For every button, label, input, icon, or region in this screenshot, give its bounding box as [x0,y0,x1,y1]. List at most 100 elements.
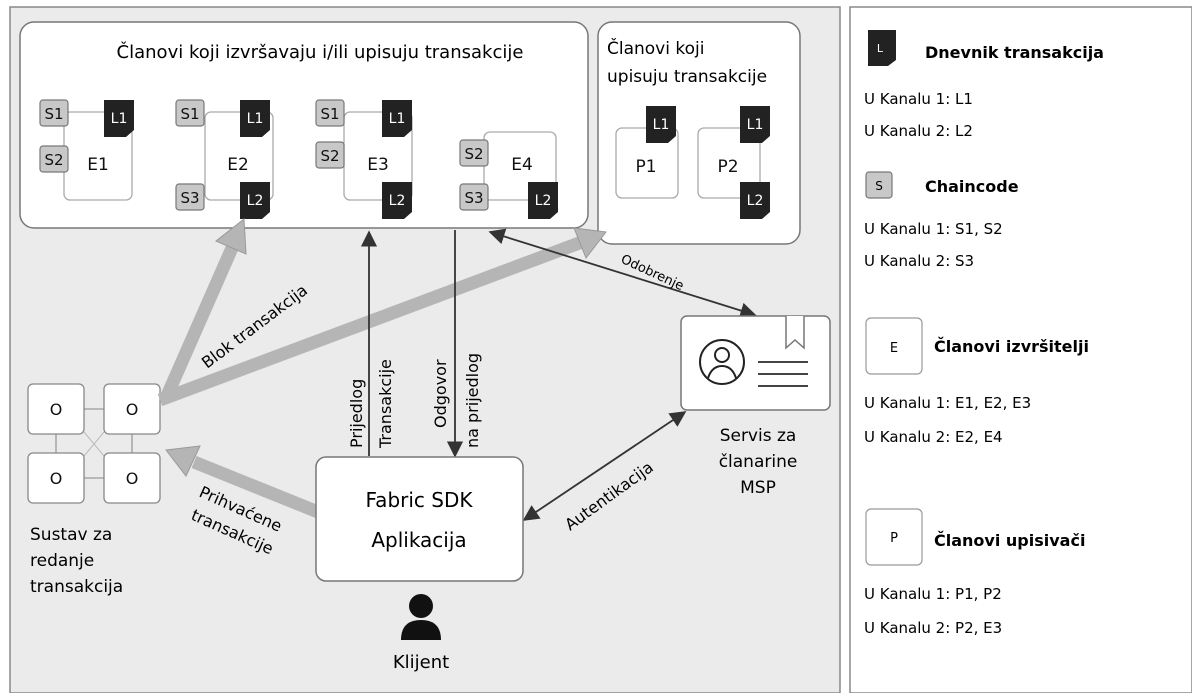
legend-committers-line-1: U Kanalu 1: P1, P2 [864,585,1002,603]
chaincode-icon [459,139,489,167]
ledger-icon [528,182,558,219]
peer-name: P2 [717,157,738,177]
committing-members-title-1: Članovi koji [607,37,704,59]
chaincode-label: S2 [464,145,483,163]
svg-text:S: S [875,179,883,193]
chaincode-label: S1 [320,105,339,123]
chaincode-label: S2 [44,151,63,169]
peer-name: E2 [227,155,249,175]
ledger-icon [646,106,676,143]
chaincode-label: S3 [464,189,483,207]
label-response-2: na prijedlog [463,353,482,448]
chaincode-icon [315,141,345,169]
orderer-node-label: O [126,469,139,488]
label-proposal: Prijedlog [347,379,366,448]
legend-committers-title: Članovi upisivači [934,531,1085,550]
legend-chaincode-line-1: U Kanalu 1: S1, S2 [864,220,1003,238]
legend-endorsers: E Članovi izvršitelji U Kanalu 1: E1, E2… [864,317,1089,446]
legend-chaincode-icon [865,171,893,199]
orderer-node-label: O [50,400,63,419]
ledger-icon [740,182,770,219]
ledger-label: L1 [111,111,128,127]
committing-peer-p1: P1 L1 [615,106,679,199]
orderer-node: O [103,452,161,504]
ledger-icon [240,100,270,137]
chaincode-label: S1 [180,105,199,123]
orderer-node-label: O [126,400,139,419]
legend-ledger-line-2: U Kanalu 2: L2 [864,122,973,140]
chaincode-label: S1 [44,105,63,123]
legend-ledger-line-1: U Kanalu 1: L1 [864,90,973,108]
label-response-1: Odgovor [431,359,450,428]
legend-ledger-title: Dnevnik transakcija [925,43,1104,62]
ledger-label: L1 [389,111,406,127]
msp-caption-3: MSP [740,478,776,498]
legend-chaincode: S Chaincode U Kanalu 1: S1, S2 U Kanalu … [864,171,1019,270]
chaincode-icon [39,145,69,173]
block-arrowhead-executors [215,218,247,255]
svg-text:E: E [890,341,898,356]
msp-card-icon [680,315,831,411]
sdk-application-box [315,456,524,582]
legend-ledger-icon [868,30,896,66]
ledger-icon [104,100,134,137]
chaincode-icon [459,183,489,211]
orderer-node: O [27,452,85,504]
legend-endorsers-line-1: U Kanalu 1: E1, E2, E3 [864,394,1031,412]
legend-endorsers-icon [865,317,923,375]
legend-chaincode-line-2: U Kanalu 2: S3 [864,252,974,270]
ledger-label: L1 [653,117,670,133]
peer-name: P1 [635,157,656,177]
client-person-icon [401,594,441,640]
chaincode-icon [175,183,205,211]
sdk-label-1: Fabric SDK [366,488,474,512]
ledger-label: L2 [747,193,764,209]
ledger-icon [240,182,270,219]
legend-committers-icon [865,508,923,566]
committing-members-title-2: upisuju transakcije [607,67,767,87]
accepted-transactions-arrowhead [165,445,201,477]
ledger-label: L2 [389,193,406,209]
authentication-arrow [522,411,687,521]
chaincode-icon [39,99,69,127]
approval-arrow [488,228,757,319]
legend-endorsers-title: Članovi izvršitelji [934,337,1089,356]
legend-endorsers-line-2: U Kanalu 2: E2, E4 [864,428,1003,446]
orderer-caption-2: redanje [30,551,94,571]
accepted-transactions-arrow [191,455,321,519]
ordering-service: O O O O [27,383,161,504]
client-label: Klijent [393,652,449,673]
executing-members-box [19,21,589,229]
orderer-node-label: O [50,469,63,488]
svg-text:P: P [890,531,898,546]
sdk-label-2: Aplikacija [371,528,466,552]
chaincode-label: S3 [180,189,199,207]
chaincode-icon [175,99,205,127]
svg-text:L: L [877,42,884,55]
chaincode-icon [315,99,345,127]
peer-name: E3 [367,155,389,175]
executing-members-title: Članovi koji izvršavaju i/ili upisuju tr… [117,41,524,63]
peer-name: E1 [87,155,109,175]
block-arrow-to-executors [160,245,238,401]
orderer-node: O [103,383,161,435]
legend-chaincode-title: Chaincode [925,177,1019,196]
ledger-label: L2 [247,193,264,209]
legend-ledger: L Dnevnik transakcija U Kanalu 1: L1 U K… [864,30,1104,140]
chaincode-label: S2 [320,147,339,165]
orderer-caption-1: Sustav za [30,525,112,545]
ledger-icon [382,182,412,219]
ledger-label: L1 [747,117,764,133]
msp-caption-2: članarine [719,452,798,472]
legend-committers-line-2: U Kanalu 2: P2, E3 [864,619,1002,637]
ledger-label: L2 [535,193,552,209]
ledger-icon [740,106,770,143]
ledger-icon [382,100,412,137]
legend-committers: P Članovi upisivači U Kanalu 1: P1, P2 U… [864,508,1085,637]
peer-name: E4 [511,155,533,175]
